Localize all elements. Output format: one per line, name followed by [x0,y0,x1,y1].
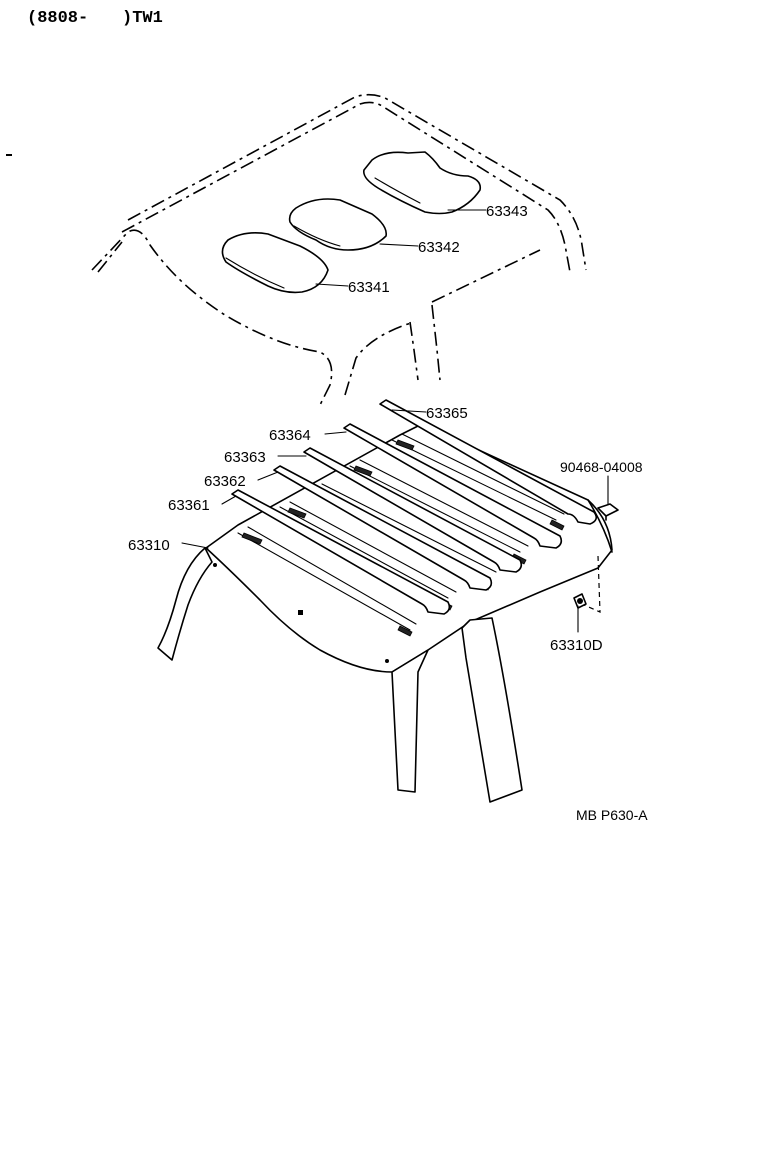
strip-63363 [303,447,523,573]
header-model-code: )TW1 [122,9,163,28]
strip-63362 [273,465,493,591]
label-90468-04008: 90468-04008 [560,459,643,475]
roof-outline [91,93,587,406]
label-63310D: 63310D [550,637,603,654]
diagram-code: MB P630-A [576,807,648,823]
retainer-63310D [573,555,601,613]
label-63362: 63362 [204,473,246,490]
label-63363: 63363 [224,449,266,466]
strip-63361 [231,489,451,615]
pad-63341 [221,232,329,294]
strip-63365 [379,399,598,525]
clip-90468-04008 [597,503,619,521]
strip-63364 [343,423,563,549]
leader-lines [181,209,609,633]
label-63310: 63310 [128,537,170,554]
label-63361: 63361 [168,497,210,514]
label-63364: 63364 [269,427,311,444]
pad-63343 [362,151,482,215]
label-63343: 63343 [486,203,528,220]
label-63342: 63342 [418,239,460,256]
label-63341: 63341 [348,279,390,296]
header-date-start: (8808- [27,9,88,28]
pad-63342 [288,198,388,251]
label-63365: 63365 [426,405,468,422]
